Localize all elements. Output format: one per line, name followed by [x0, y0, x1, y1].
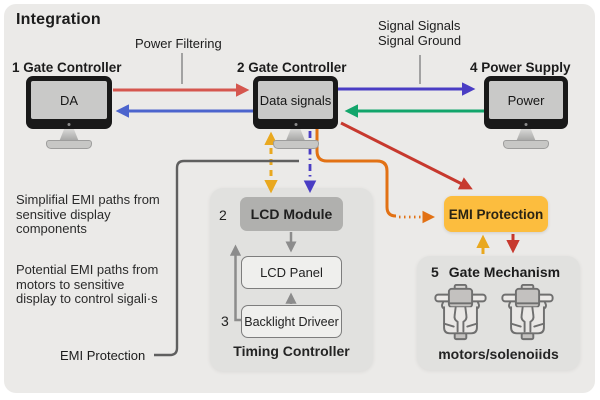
emi-pointer-line [154, 159, 299, 357]
backlight-driver-box: Backlight Driveer [241, 305, 342, 338]
monitor-base [272, 140, 319, 149]
page-title: Integration [16, 11, 101, 28]
lcd-module-number: 2 [219, 207, 227, 223]
monitor-frame: Power [484, 76, 568, 129]
motor-solenoid-icon [434, 284, 487, 341]
gate-controller-2-label: 2 Gate Controller [237, 60, 347, 75]
monitor-stand [59, 129, 79, 140]
orange-emi-route-line [315, 129, 397, 218]
monitor-base [46, 140, 92, 149]
monitor-gate-controller-1: DA [26, 76, 112, 149]
monitor-stand [286, 129, 305, 140]
backlight-driver-number: 3 [221, 313, 229, 329]
motors-solenoids-caption: motors/solenoiids [438, 346, 559, 362]
emi-protection-box: EMI Protection [444, 196, 548, 232]
monitor-screen-data-signals: Data signals [258, 81, 333, 119]
signal-label: Signal Signals Signal Ground [378, 18, 462, 49]
gate-mechanism-number: 5 [431, 264, 439, 280]
monitor-power-supply: Power [484, 76, 568, 149]
gate-mechanism-header: 5 Gate Mechanism [431, 264, 560, 280]
timing-controller-caption: Timing Controller [233, 343, 350, 359]
motor-solenoid-icon [501, 284, 554, 341]
gate-controller-1-label: 1 Gate Controller [12, 60, 122, 75]
monitor-dot [294, 123, 297, 126]
monitor-screen-power: Power [489, 81, 563, 119]
lcd-panel-box: LCD Panel [241, 256, 342, 289]
monitor-dot [67, 123, 71, 126]
power-supply-label: 4 Power Supply [470, 60, 571, 75]
monitor-dot [524, 123, 528, 126]
note-simplified-emi-paths: Simplifial EMI paths from sensitive disp… [16, 192, 160, 237]
monitor-stand [516, 129, 536, 140]
lcd-module-box: LCD Module [240, 197, 343, 231]
power-filtering-label: Power Filtering [135, 36, 222, 51]
monitor-screen-da: DA [31, 81, 107, 119]
arrow-controller2-to-emi [340, 121, 473, 190]
monitor-gate-controller-2: Data signals [253, 76, 338, 149]
monitor-base [503, 140, 549, 149]
emi-protection-pointer-label: EMI Protection [60, 348, 146, 363]
arrow-driver-up-bypass [229, 244, 242, 322]
note-potential-emi-paths: Potential EMI paths from motors to sensi… [16, 262, 159, 307]
gate-mechanism-label: Gate Mechanism [448, 264, 561, 280]
monitor-frame: DA [26, 76, 112, 129]
monitor-frame: Data signals [253, 76, 338, 129]
